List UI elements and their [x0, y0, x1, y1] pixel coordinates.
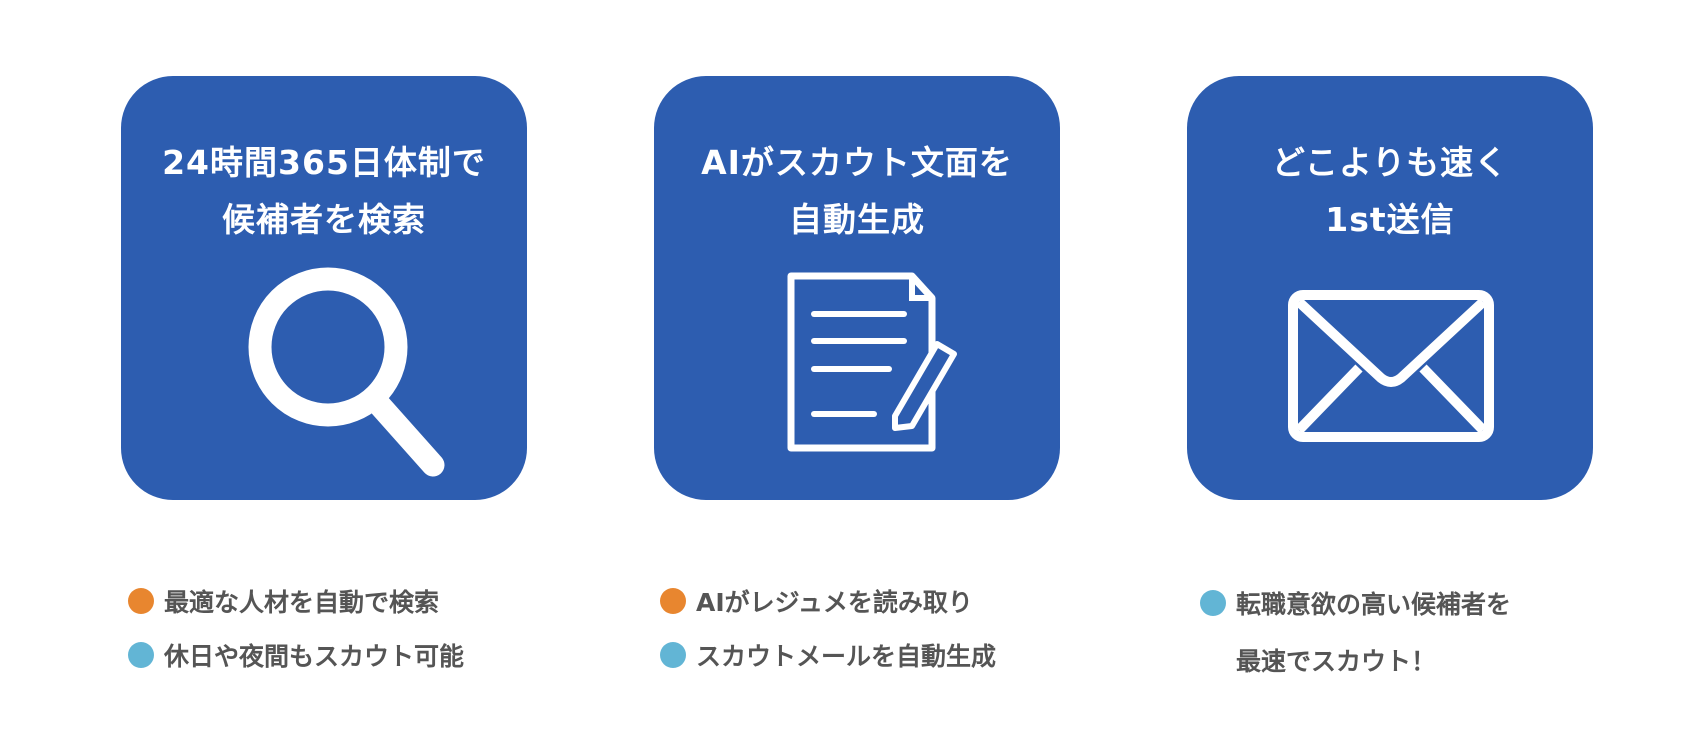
bullet-list-generate: AIがレジュメを読み取り スカウトメールを自動生成 [660, 574, 996, 682]
bullet-item: AIがレジュメを読み取り [660, 574, 996, 628]
blue-dot-icon [660, 642, 686, 668]
bullet-list-search: 最適な人材を自動で検索 休日や夜間もスカウト可能 [128, 574, 464, 682]
bullet-item: 転職意欲の高い候補者を [1200, 576, 1511, 630]
card-title: AIがスカウト文面を自動生成 [701, 143, 1013, 239]
bullet-item: 最適な人材を自動で検索 [128, 574, 464, 628]
bullet-item: スカウトメールを自動生成 [660, 628, 996, 682]
search-icon [248, 267, 445, 477]
bullet-item: 休日や夜間もスカウト可能 [128, 628, 464, 682]
feature-card-search: 24時間365日体制で候補者を検索 [121, 76, 527, 500]
blue-dot-icon [128, 642, 154, 668]
bullet-list-send: 転職意欲の高い候補者を 最速でスカウト！ [1200, 576, 1511, 690]
bullet-item-continuation: 最速でスカウト！ [1236, 647, 1437, 676]
feature-card-generate: AIがスカウト文面を自動生成 [654, 76, 1060, 500]
card-title: 24時間365日体制で候補者を検索 [162, 143, 486, 239]
envelope-icon [1288, 290, 1494, 442]
orange-dot-icon [128, 588, 154, 614]
document-pen-icon [787, 272, 957, 452]
blue-dot-icon [1200, 590, 1226, 616]
orange-dot-icon [660, 588, 686, 614]
